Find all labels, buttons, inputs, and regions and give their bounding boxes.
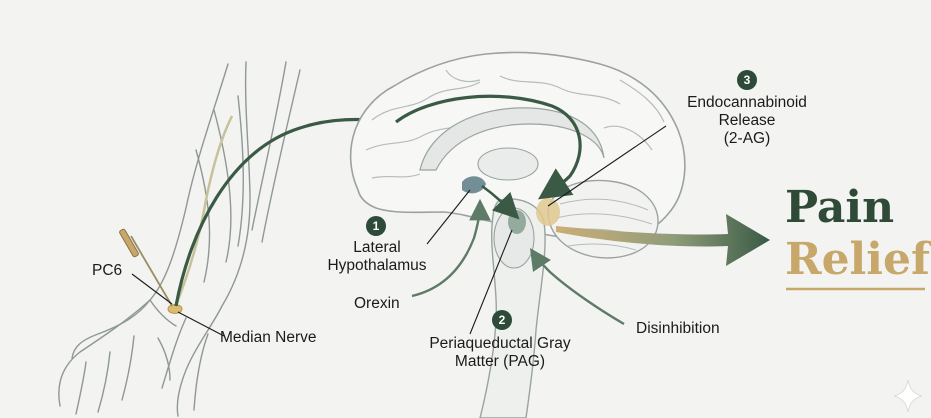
pc6-point <box>168 305 182 314</box>
lateral-hypothalamus-label: Lateral Hypothalamus <box>314 239 440 275</box>
orexin-label: Orexin <box>354 295 400 313</box>
disinhibition-arrow <box>534 254 624 324</box>
median-nerve-label: Median Nerve <box>220 329 317 347</box>
sparkle-icon <box>894 380 922 412</box>
acupuncture-needle-icon <box>119 229 172 306</box>
step-badge-3: 3 <box>737 70 757 90</box>
step-badge-2: 2 <box>492 310 512 330</box>
pc6-label: PC6 <box>92 262 122 280</box>
pain-title: Pain <box>785 184 894 232</box>
step-badge-1: 1 <box>366 216 386 236</box>
arm-illustration <box>59 62 300 416</box>
pag-label: Periaqueductal Gray Matter (PAG) <box>412 335 588 371</box>
endocannabinoid-label: Endocannabinoid Release (2-AG) <box>672 94 822 148</box>
disinhibition-label: Disinhibition <box>636 320 720 338</box>
relief-title: Relief <box>785 236 930 284</box>
